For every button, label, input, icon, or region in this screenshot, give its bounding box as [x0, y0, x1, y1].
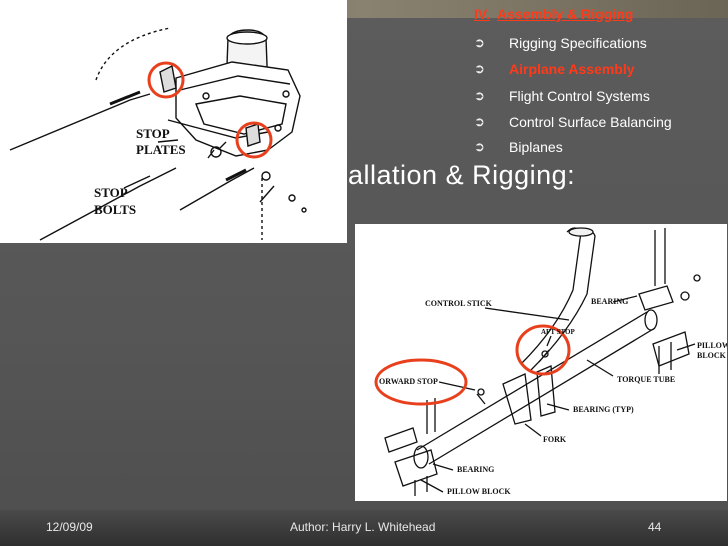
arrow-bullet-icon: ➲ — [474, 139, 485, 154]
outline-item-rigging-specifications[interactable]: ➲ Rigging Specifications — [470, 35, 726, 55]
label-forward-stop: ORWARD STOP — [379, 377, 438, 386]
stop-plates-figure: STOP PLATES STOP BOLTS — [0, 0, 347, 243]
label-block: BLOCK — [697, 351, 727, 360]
outline-heading: IV. Assembly & Rigging — [474, 6, 633, 22]
stop-bolts-label-1: STOP — [94, 185, 128, 200]
arrow-bullet-icon: ➲ — [474, 61, 485, 76]
arrow-bullet-icon: ➲ — [474, 35, 485, 50]
outline-item-label: Control Surface Balancing — [509, 114, 672, 130]
arrow-bullet-icon: ➲ — [474, 88, 485, 103]
label-pillow: PILLOW — [697, 341, 727, 350]
outline-item-airplane-assembly[interactable]: ➲ Airplane Assembly — [470, 61, 726, 81]
control-stick-drawing: CONTROL STICK BEARING AFT STOP PILLOW BL… — [374, 227, 727, 496]
outline-heading-text: Assembly & Rigging — [497, 6, 634, 22]
slide-title: allation & Rigging: — [348, 160, 576, 190]
outline-item-label: Biplanes — [509, 139, 563, 155]
stop-bolts-label-2: BOLTS — [94, 202, 136, 217]
footer-date: 12/09/09 — [46, 520, 93, 534]
label-aft-stop: AFT STOP — [541, 328, 576, 336]
label-torque-tube: TORQUE TUBE — [617, 375, 675, 384]
label-pillow-block-bottom: PILLOW BLOCK — [447, 487, 511, 496]
slide-footer: 12/09/09 Author: Harry L. Whitehead 44 — [0, 510, 728, 546]
outline-item-label: Flight Control Systems — [509, 88, 650, 104]
outline-item-label: Rigging Specifications — [509, 35, 647, 51]
label-bearing-bottom: BEARING — [457, 465, 494, 474]
label-bearing-top: BEARING — [591, 297, 628, 306]
outline-heading-number: IV. — [474, 6, 490, 22]
arrow-bullet-icon: ➲ — [474, 114, 485, 129]
footer-author: Author: Harry L. Whitehead — [290, 520, 436, 534]
footer-page-number: 44 — [648, 520, 662, 534]
stop-plates-label-1: STOP — [136, 126, 170, 141]
outline-item-flight-control-systems[interactable]: ➲ Flight Control Systems — [470, 88, 726, 108]
outline-item-biplanes[interactable]: ➲ Biplanes — [470, 139, 726, 159]
outline-item-control-surface-balancing[interactable]: ➲ Control Surface Balancing — [470, 114, 726, 134]
stop-plates-drawing: STOP PLATES STOP BOLTS — [9, 27, 307, 241]
label-control-stick: CONTROL STICK — [425, 299, 493, 308]
label-bearing-typ: BEARING (TYP) — [573, 405, 634, 414]
control-stick-figure: CONTROL STICK BEARING AFT STOP PILLOW BL… — [355, 224, 727, 501]
stop-plates-label-2: PLATES — [136, 142, 186, 157]
outline-item-label: Airplane Assembly — [509, 61, 635, 77]
label-fork: FORK — [543, 435, 567, 444]
